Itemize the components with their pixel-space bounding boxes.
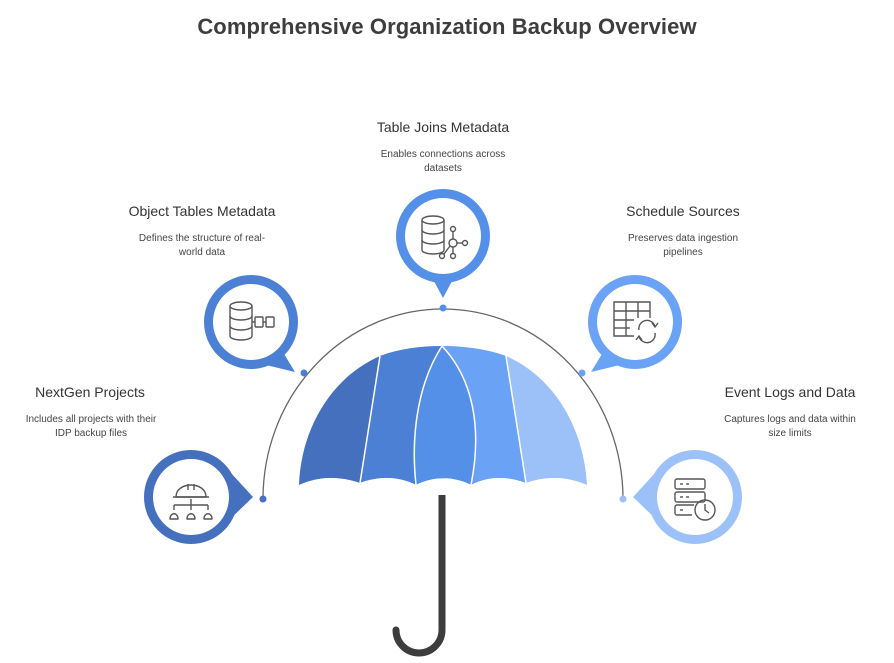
page-title: Comprehensive Organization Backup Overvi… (197, 14, 697, 39)
hardhat-hierarchy-icon (169, 484, 213, 520)
arc-dot-4 (578, 369, 586, 377)
badge-schedule-sources (588, 275, 682, 372)
item-title-schedule-sources: Schedule Sources (626, 203, 740, 219)
canopy-panel-4 (442, 346, 526, 485)
arc-dot-3 (439, 304, 447, 312)
arc-dot-2 (300, 369, 308, 377)
badge-object-tables-metadata (204, 275, 298, 372)
canopy-scallop (299, 477, 587, 495)
umbrella-handle (392, 476, 446, 657)
arc-dot-1 (259, 495, 267, 503)
database-schema-icon (229, 301, 275, 341)
umbrella-canopy (299, 345, 587, 495)
badge-table-joins-metadata (396, 189, 490, 298)
arc-dot-5 (619, 495, 627, 503)
canopy-panel-5 (506, 356, 587, 485)
item-title-object-tables-metadata: Object Tables Metadata (128, 203, 276, 219)
table-refresh-icon (613, 301, 659, 344)
canopy-panel-2 (360, 346, 442, 485)
item-title-event-logs-and-data: Event Logs and Data (724, 384, 856, 400)
item-desc-object-tables-metadata: Defines the structure of real-world data (138, 233, 266, 258)
item-title-nextgen-projects: NextGen Projects (35, 384, 145, 400)
item-title-table-joins-metadata: Table Joins Metadata (376, 119, 510, 135)
badge-event-logs-and-data (633, 450, 742, 544)
canopy-panel-3 (414, 346, 476, 485)
canopy-panel-1 (299, 356, 380, 485)
server-clock-icon (674, 478, 716, 521)
badge-nextgen-projects (144, 450, 253, 544)
database-network-icon (421, 215, 469, 260)
